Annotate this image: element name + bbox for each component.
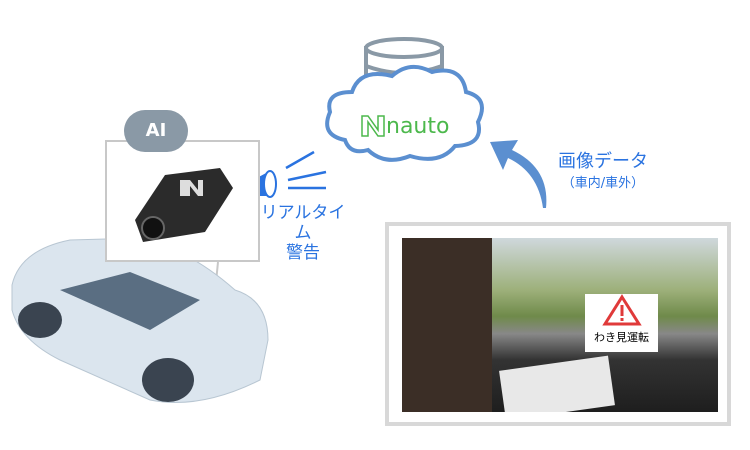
driver-figure (402, 238, 492, 412)
driver-photo (402, 238, 718, 412)
dashcam-icon (135, 168, 233, 242)
clipboard (499, 355, 615, 412)
image-data-label: 画像データ (558, 151, 648, 172)
upload-arrow-icon (490, 140, 547, 208)
ai-badge: AI (124, 110, 188, 152)
image-data-subtitle: （車内/車外） (561, 176, 645, 191)
warning-label: わき見運転 (594, 331, 649, 344)
car-illustration (11, 237, 269, 403)
nauto-brand: nauto (386, 114, 450, 139)
alert-line2: 警告 (286, 243, 320, 263)
alert-line1: リアルタイム (260, 203, 346, 243)
warning-icon (601, 294, 642, 326)
nauto-logo-icon (361, 115, 385, 137)
distraction-warning: わき見運転 (585, 294, 658, 352)
realtime-alert-label: リアルタイム 警告 (258, 203, 348, 263)
